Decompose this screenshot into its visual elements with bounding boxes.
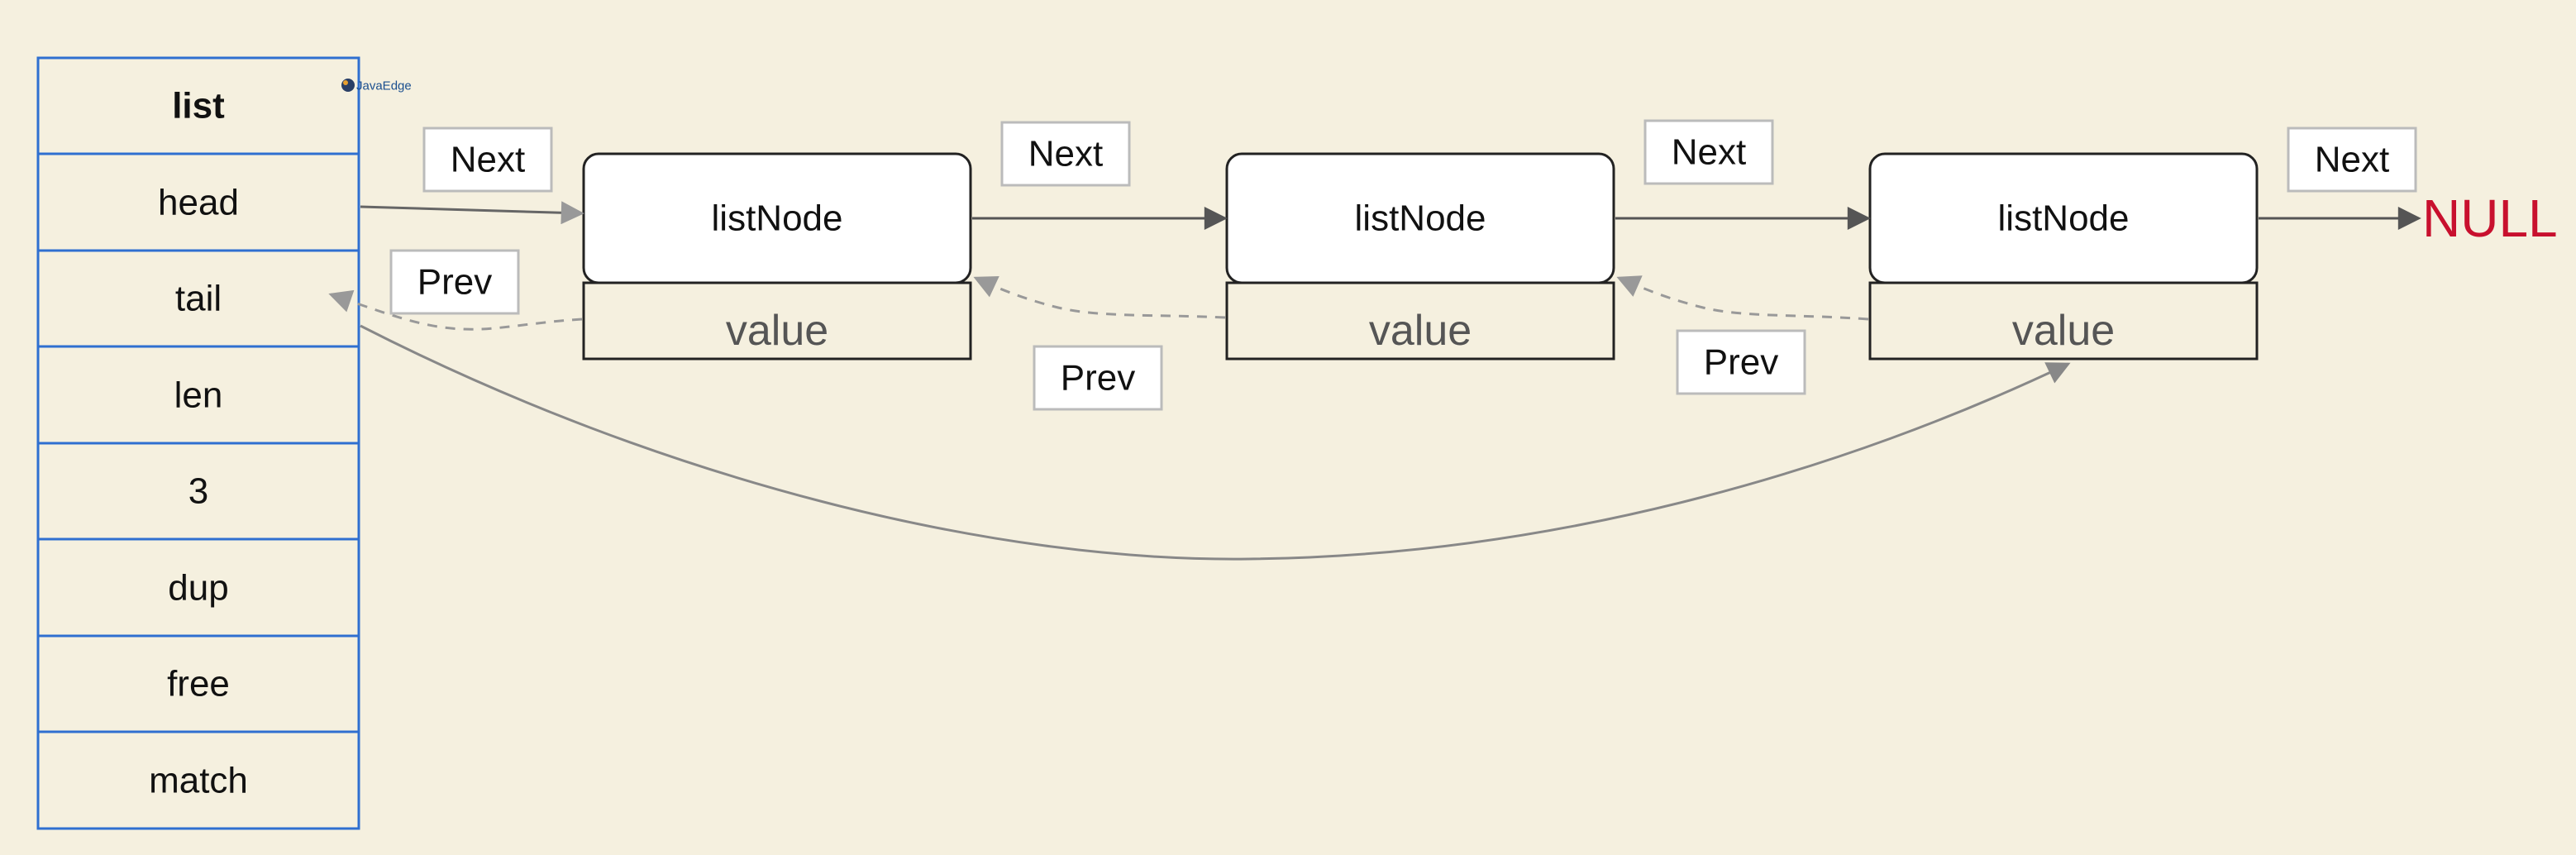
next-label-2: Next xyxy=(1643,119,1774,185)
list-node-2-value: value xyxy=(1369,307,1472,355)
list-field-dup: dup xyxy=(168,568,228,609)
prev-label-1: Prev xyxy=(1033,345,1163,411)
list-field-len-value: 3 xyxy=(188,471,208,512)
next-label-head: Next xyxy=(422,127,553,193)
svg-text:Prev: Prev xyxy=(1061,358,1135,399)
list-node-3-label: listNode xyxy=(1998,198,2130,239)
next-label-3: Next xyxy=(2287,127,2417,193)
list-node-1: listNode value xyxy=(582,152,972,361)
list-node-3: listNode value xyxy=(1868,152,2259,361)
watermark-text: JavaEdge xyxy=(356,79,412,93)
svg-text:Next: Next xyxy=(1672,132,1746,173)
head-pointer-arrow xyxy=(360,201,584,225)
list-field-len: len xyxy=(174,375,223,416)
list-field-match: match xyxy=(149,761,248,801)
svg-text:Prev: Prev xyxy=(417,262,492,303)
next-label-1: Next xyxy=(1000,121,1131,187)
prev-arrow-3-2 xyxy=(1616,275,1869,321)
list-struct-dividers xyxy=(38,152,359,733)
tail-pointer-curve xyxy=(360,324,2071,561)
list-node-2-value-box xyxy=(1225,281,1615,361)
svg-text:Next: Next xyxy=(451,140,525,180)
list-node-1-value-box xyxy=(582,281,972,361)
list-node-2: listNode value xyxy=(1225,152,1615,361)
svg-text:Prev: Prev xyxy=(1704,342,1778,383)
prev-label-tail: Prev xyxy=(389,249,520,315)
prev-label-2: Prev xyxy=(1676,329,1806,395)
list-field-head: head xyxy=(158,183,239,223)
javaedge-logo-icon xyxy=(341,79,355,92)
list-node-3-value: value xyxy=(2012,307,2115,355)
list-node-1-label: listNode xyxy=(712,198,843,239)
svg-text:Next: Next xyxy=(1028,134,1103,174)
null-terminal: NULL xyxy=(2422,189,2558,248)
list-struct-title: list xyxy=(172,86,225,127)
list-field-tail: tail xyxy=(175,279,222,319)
prev-arrow-2-1 xyxy=(973,275,1226,319)
prev-arrow-1-tail xyxy=(328,289,583,331)
list-field-free: free xyxy=(167,664,230,705)
list-node-3-value-box xyxy=(1868,281,2259,361)
list-node-1-value: value xyxy=(726,307,828,355)
list-struct: list head tail len 3 dup free match xyxy=(36,56,360,830)
svg-text:Next: Next xyxy=(2315,140,2389,180)
list-node-2-label: listNode xyxy=(1355,198,1486,239)
javaedge-watermark: JavaEdge xyxy=(341,79,412,93)
